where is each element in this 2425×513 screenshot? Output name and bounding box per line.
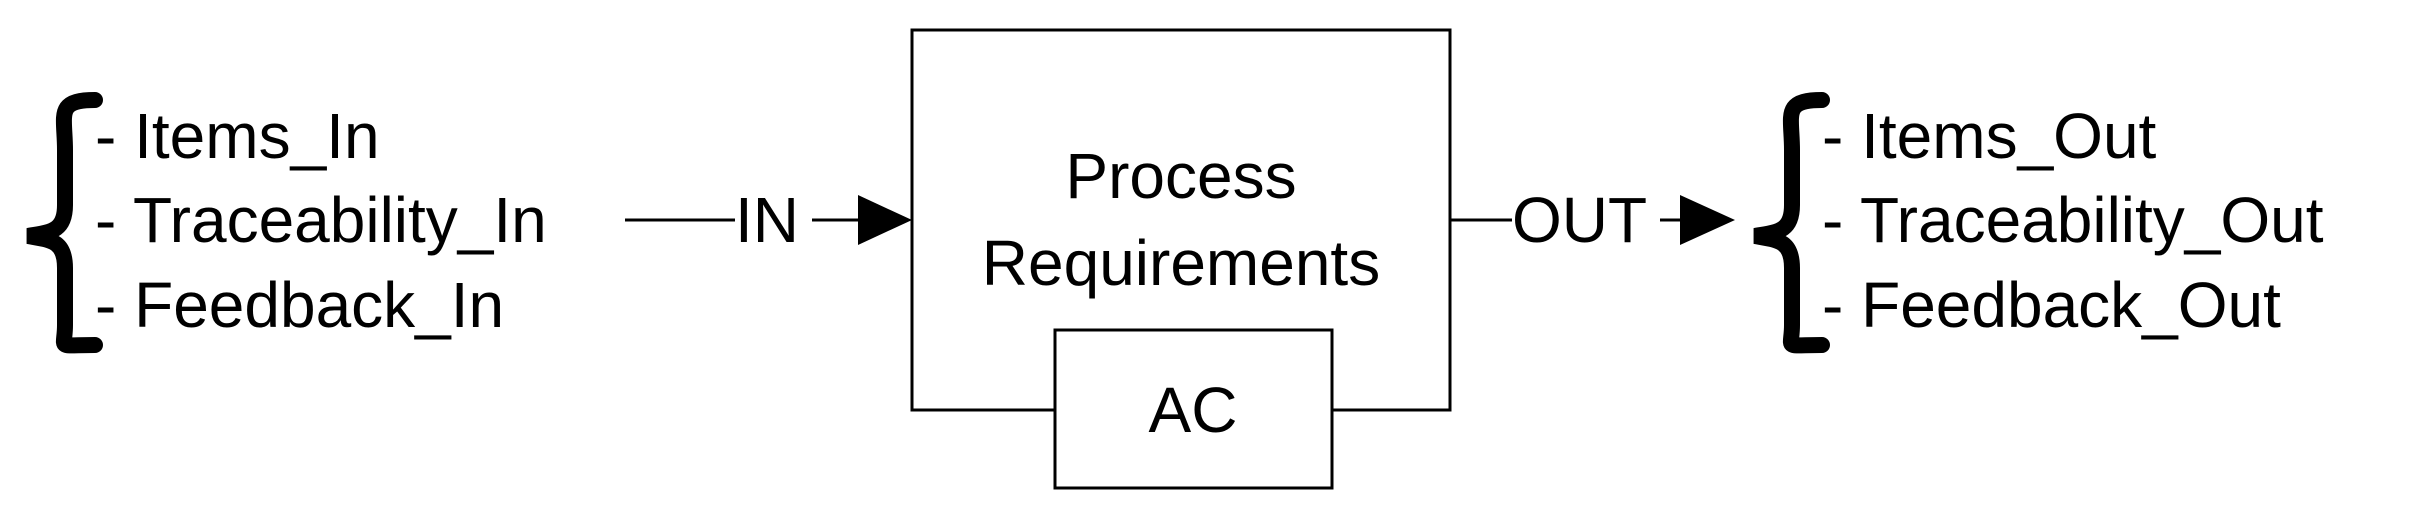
input-brace xyxy=(26,92,103,354)
out-label: OUT xyxy=(1512,184,1647,256)
in-label: IN xyxy=(735,184,799,256)
process-title-line1: Process xyxy=(1065,140,1296,212)
input-item: - Items_In xyxy=(95,100,380,172)
input-item: - Feedback_In xyxy=(95,269,504,341)
output-arrow-head xyxy=(1680,195,1735,245)
input-arrow-head xyxy=(858,195,912,245)
output-item: - Items_Out xyxy=(1822,100,2157,172)
ac-label: AC xyxy=(1149,374,1238,446)
input-item: - Traceability_In xyxy=(95,184,547,256)
process-title-line2: Requirements xyxy=(982,227,1380,299)
ac-box xyxy=(1053,328,1334,490)
output-item: - Feedback_Out xyxy=(1822,269,2281,341)
output-item: - Traceability_Out xyxy=(1822,184,2324,256)
output-brace xyxy=(1753,92,1830,354)
